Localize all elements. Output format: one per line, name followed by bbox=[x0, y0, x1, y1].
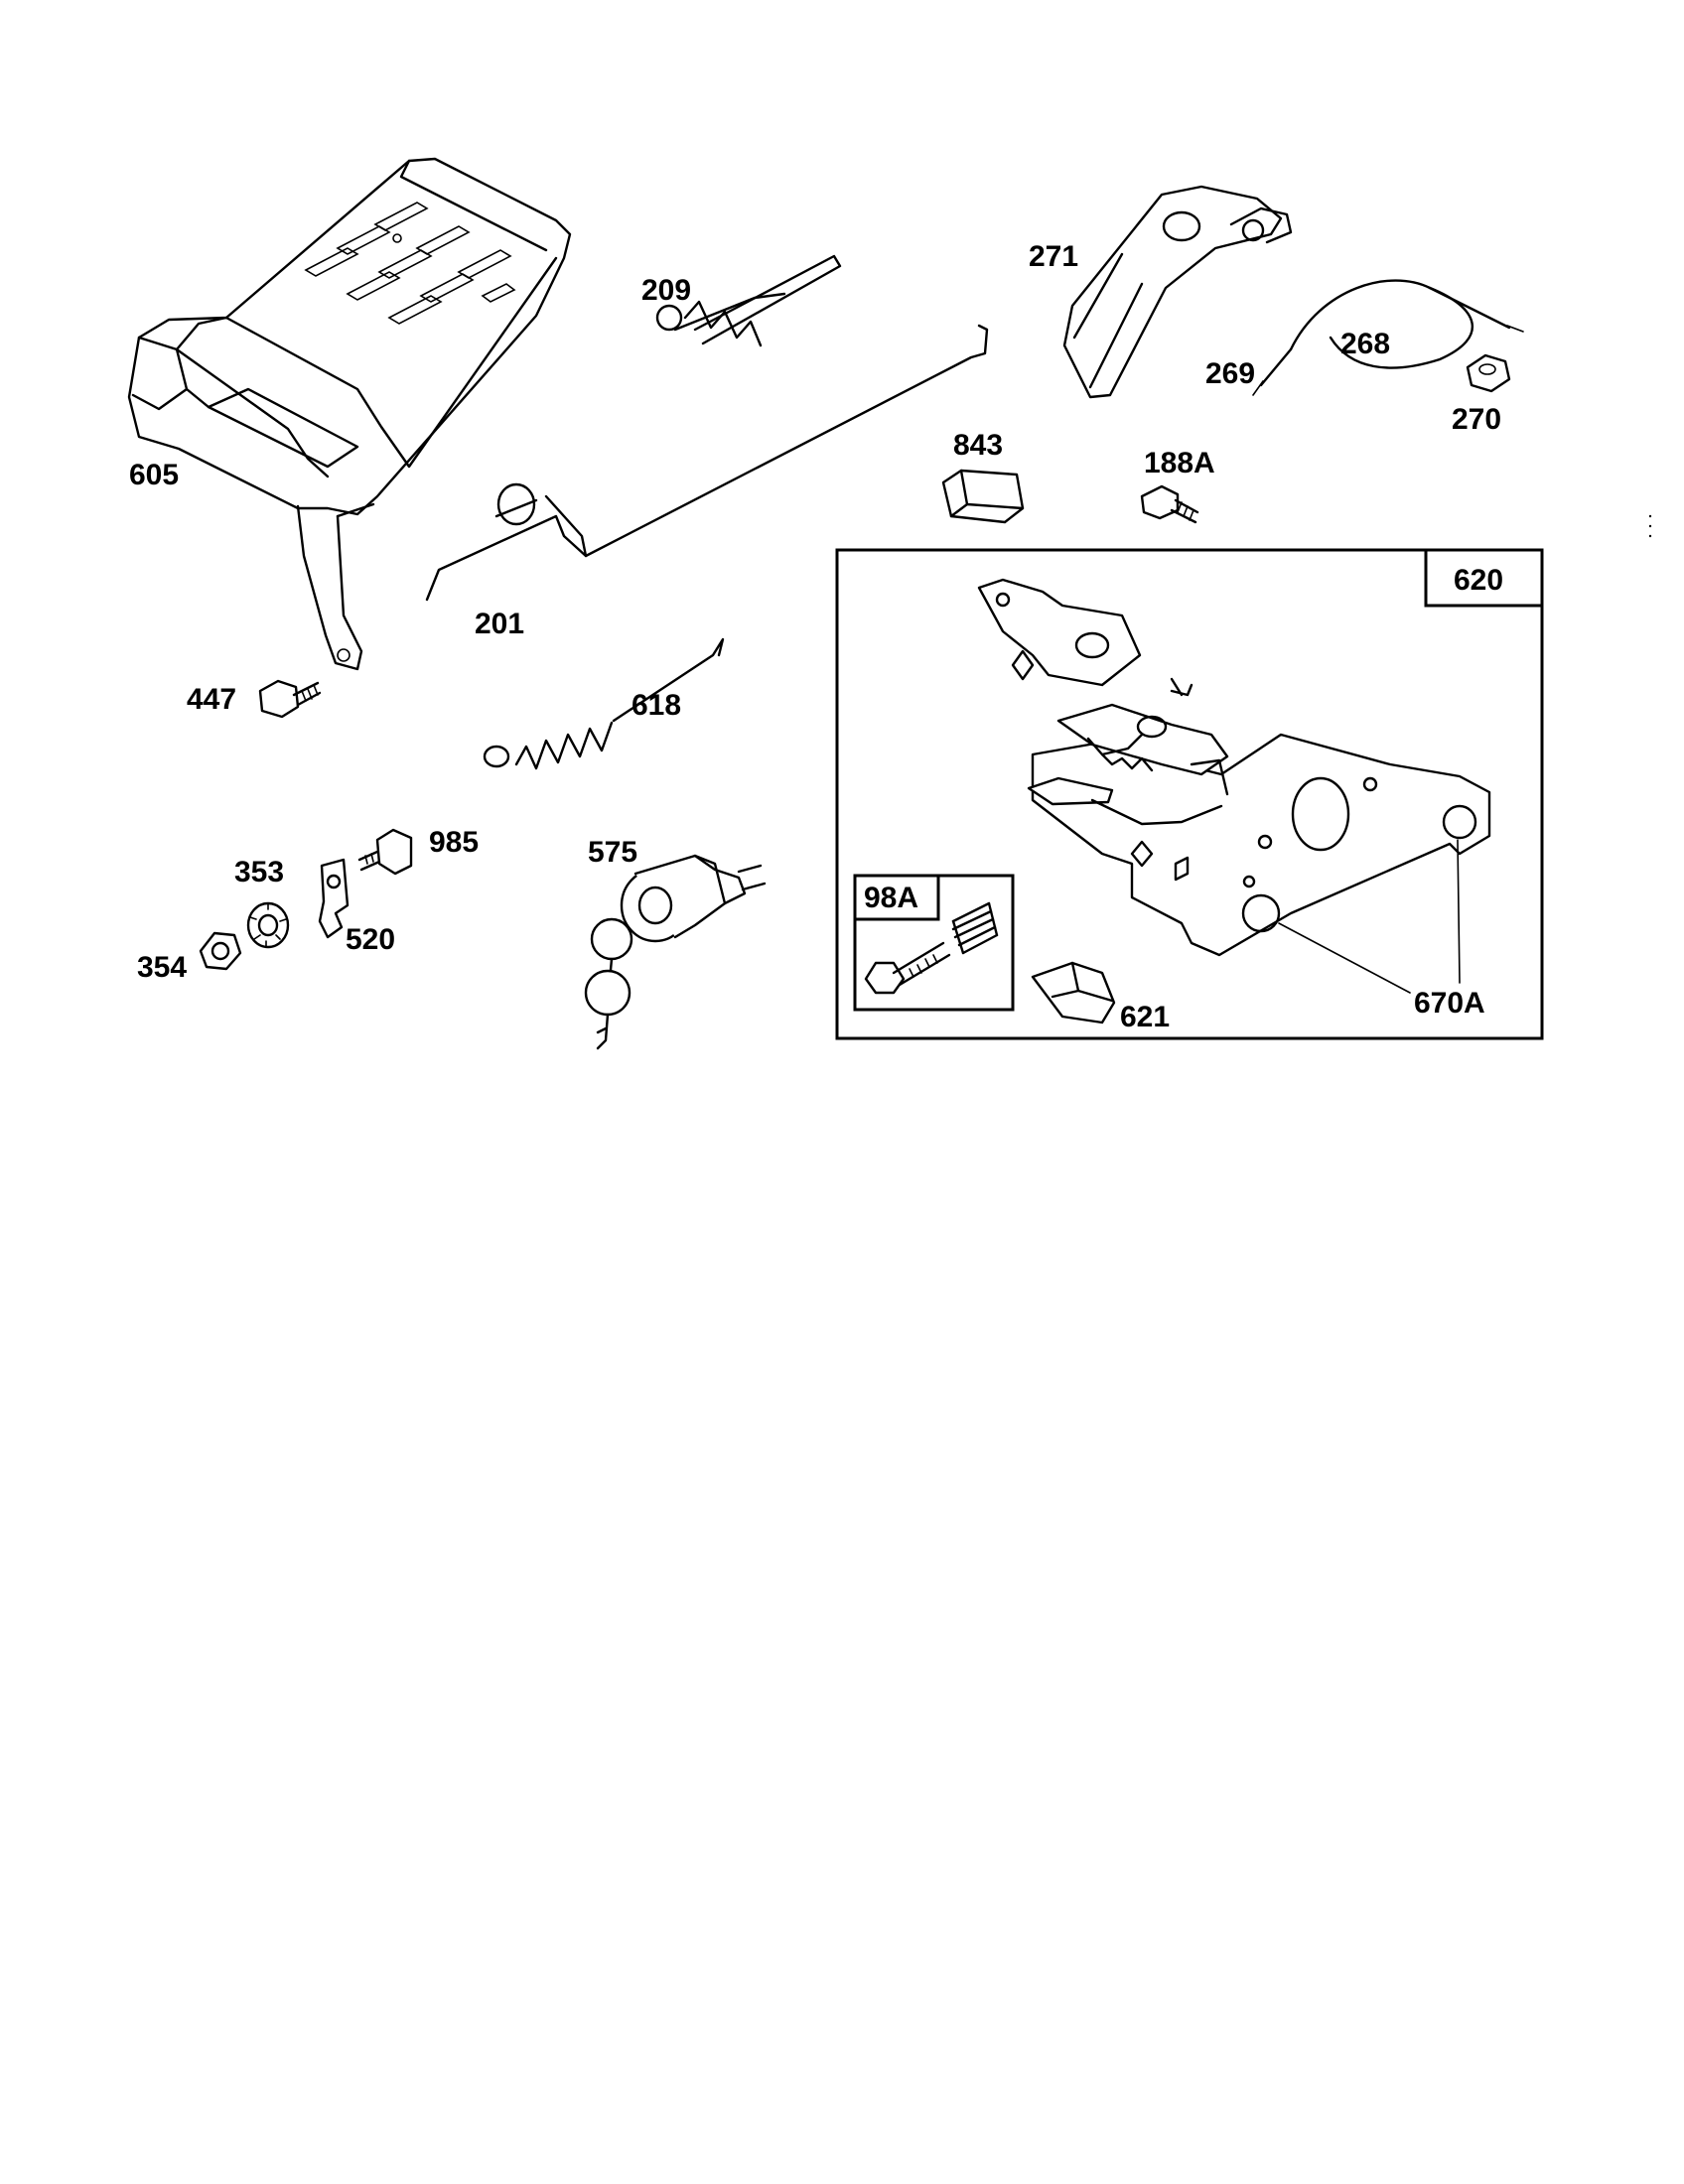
label-843: 843 bbox=[953, 429, 1003, 462]
label-985: 985 bbox=[429, 826, 479, 859]
label-520: 520 bbox=[346, 923, 395, 956]
part-209-spring bbox=[655, 254, 842, 347]
part-985-screw bbox=[357, 828, 413, 876]
part-353-washer bbox=[246, 901, 290, 949]
label-188A: 188A bbox=[1144, 447, 1215, 479]
part-201-link-rod bbox=[425, 324, 989, 602]
label-620: 620 bbox=[1454, 564, 1503, 597]
part-620-control-assembly bbox=[835, 548, 1544, 1040]
label-201: 201 bbox=[475, 608, 524, 640]
label-271: 271 bbox=[1029, 240, 1078, 273]
part-188A-screw bbox=[1140, 484, 1199, 524]
part-354-nut bbox=[199, 931, 242, 971]
label-575: 575 bbox=[588, 836, 637, 869]
label-209: 209 bbox=[641, 274, 691, 307]
part-271-lever bbox=[1062, 185, 1293, 399]
label-354: 354 bbox=[137, 951, 187, 984]
part-605-air-cleaner-cover bbox=[127, 157, 572, 671]
part-618-spring bbox=[483, 637, 725, 770]
label-447: 447 bbox=[187, 683, 236, 716]
part-670A-leaders bbox=[1278, 839, 1461, 994]
label-98A: 98A bbox=[864, 882, 918, 914]
part-268-269-cable bbox=[1252, 279, 1524, 396]
label-621: 621 bbox=[1120, 1001, 1170, 1033]
label-269: 269 bbox=[1205, 357, 1255, 390]
label-353: 353 bbox=[234, 856, 284, 888]
page-specks bbox=[1648, 514, 1652, 538]
part-575-ignition-switch bbox=[584, 854, 767, 1050]
label-670A: 670A bbox=[1414, 987, 1485, 1020]
part-447-bolt bbox=[258, 679, 322, 719]
part-520-terminal bbox=[318, 858, 350, 939]
part-843-sleeve bbox=[941, 469, 1025, 524]
part-621-clip bbox=[1031, 961, 1116, 1024]
label-270: 270 bbox=[1452, 403, 1501, 436]
part-98A-screw-spring bbox=[853, 874, 1015, 1012]
part-270-nut bbox=[1466, 353, 1511, 393]
label-618: 618 bbox=[632, 689, 681, 722]
label-268: 268 bbox=[1340, 328, 1390, 360]
label-605: 605 bbox=[129, 459, 179, 491]
